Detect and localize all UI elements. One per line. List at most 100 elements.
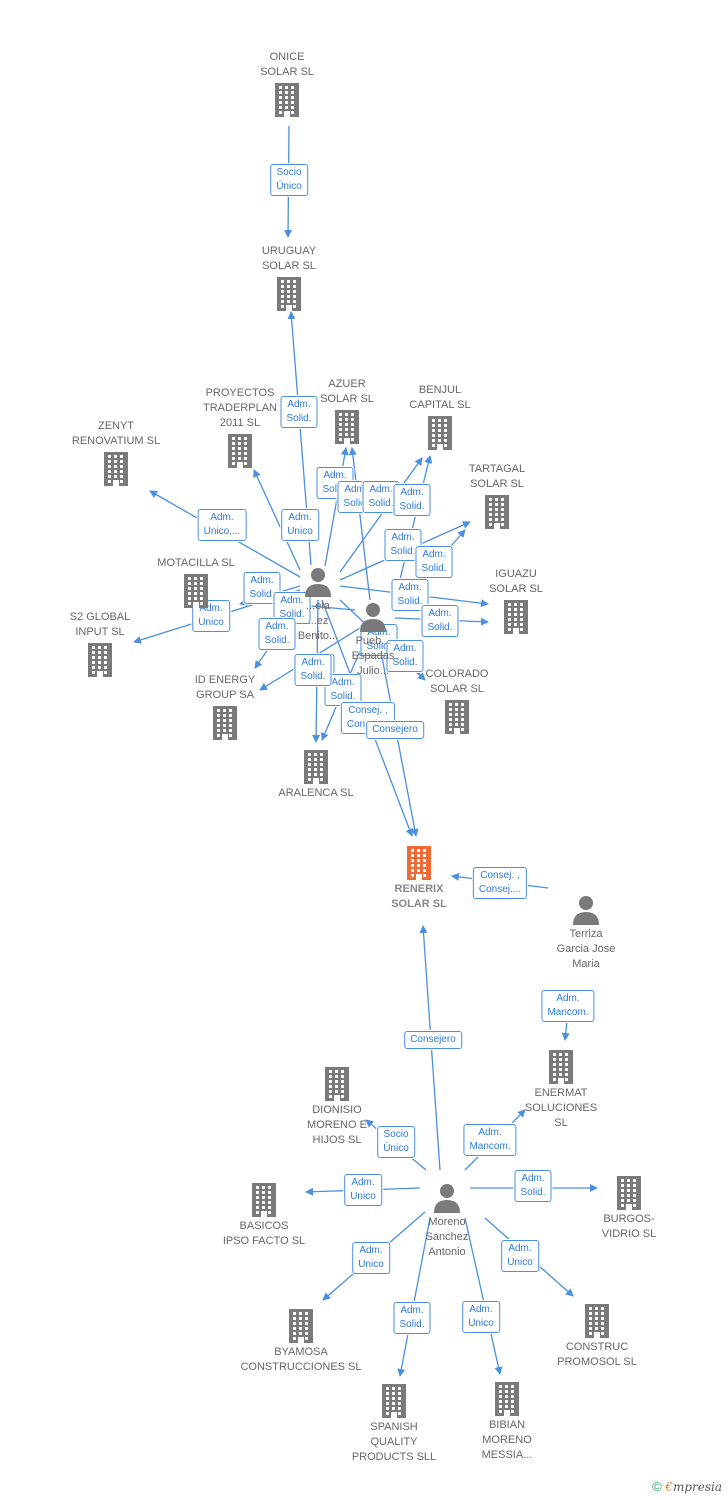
node-idenergy[interactable]: ID ENERGY GROUP SA	[145, 673, 305, 740]
edge-label-puebla-renerix[interactable]: Consejero	[366, 721, 424, 739]
edge-moreno-spanish	[397, 1217, 431, 1377]
edge-label-puebla-iguazu[interactable]: Adm. Solid.	[421, 605, 459, 637]
node-aralenca[interactable]: ARALENCA SL	[236, 750, 396, 801]
edge-label-moreno-bibian[interactable]: Adm. Unico	[462, 1301, 500, 1333]
node-terriza[interactable]: Terriza Garcia Jose Maria	[506, 895, 666, 972]
edge-label-terriza-renerix[interactable]: Consej. , Consej....	[472, 867, 528, 899]
edge-moreno-bibian	[464, 1217, 503, 1375]
node-label: AZUER SOLAR SL	[320, 378, 374, 405]
node-label: BURGOS- VIDRIO SL	[601, 1213, 657, 1240]
edge-label-moreno-basicos[interactable]: Adm. Unico	[344, 1174, 382, 1206]
copyright-symbol: ©	[652, 1479, 662, 1494]
node-spanish[interactable]: SPANISH QUALITY PRODUCTS SLL	[314, 1384, 474, 1465]
node-colorado[interactable]: COLORADO SOLAR SL	[377, 667, 537, 734]
edge-label-moreno-enermat[interactable]: Adm. Mancom.	[463, 1124, 517, 1156]
node-uruguay[interactable]: URUGUAY SOLAR SL	[209, 244, 369, 311]
node-label: ENERMAT SOLUCIONES SL	[524, 1087, 598, 1129]
node-dionisio[interactable]: DIONISIO MORENO E HIJOS SL	[257, 1067, 417, 1148]
building-icon	[104, 452, 128, 486]
edge-label-puebla-colorado[interactable]: Adm. Solid.	[386, 640, 424, 672]
node-label: MOTACILLA SL	[157, 557, 235, 569]
node-iguazu[interactable]: IGUAZU SOLAR SL	[436, 567, 596, 634]
node-burgos[interactable]: BURGOS- VIDRIO SL	[549, 1176, 709, 1242]
main-building-icon	[407, 846, 431, 880]
node-enermat[interactable]: ENERMAT SOLUCIONES SL	[481, 1050, 641, 1131]
node-puebla[interactable]: Pueb... Espadas Julio...	[293, 602, 453, 679]
edge-label-terriza-enermat[interactable]: Adm. Mancom.	[541, 990, 595, 1022]
node-zenyt[interactable]: ZENYT RENOVATIUM SL	[36, 419, 196, 486]
edge-label-puebla-benjul[interactable]: Adm. Solid.	[393, 484, 431, 516]
node-benjul[interactable]: BENJUL CAPITAL SL	[360, 383, 520, 450]
edge-label-penela-zenyt[interactable]: Adm. Unico,...	[197, 509, 247, 541]
building-icon	[335, 410, 359, 444]
edge-label-moreno-spanish[interactable]: Adm. Solid.	[393, 1302, 431, 1334]
building-icon	[275, 83, 299, 117]
node-onice[interactable]: ONICE SOLAR SL	[207, 50, 367, 117]
brand-logo-mark: €	[665, 1480, 673, 1494]
edge-label-penela-motacilla[interactable]: Adm. Solid.	[243, 572, 281, 604]
building-icon	[304, 750, 328, 784]
building-icon	[252, 1183, 276, 1217]
node-label: Pueb... Espadas Julio...	[351, 635, 395, 677]
node-construc[interactable]: CONSTRUC PROMOSOL SL	[517, 1304, 677, 1370]
node-byamosa[interactable]: BYAMOSA CONSTRUCCIONES SL	[221, 1309, 381, 1375]
node-bibian[interactable]: BIBIAN MORENO MESSIA...	[427, 1382, 587, 1463]
brand-logo[interactable]: €mpresia	[665, 1480, 722, 1494]
edge-label-moreno-burgos[interactable]: Adm. Solid.	[514, 1170, 552, 1202]
edge-label-moreno-construc[interactable]: Adm. Unico	[501, 1240, 539, 1272]
node-motacilla[interactable]: MOTACILLA SL	[116, 556, 276, 608]
building-icon	[549, 1050, 573, 1084]
edge-penela-benjul	[339, 457, 423, 573]
person-icon	[360, 603, 386, 632]
node-proyectos[interactable]: PROYECTOS TRADERPLAN 2011 SL	[160, 386, 320, 468]
building-icon	[277, 277, 301, 311]
node-label: S2 GLOBAL INPUT SL	[69, 611, 131, 638]
node-label: Moreno Sanchez Antonio	[425, 1216, 469, 1258]
node-tartagal[interactable]: TARTAGAL SOLAR SL	[417, 462, 577, 529]
edge-label-penela-idenergy[interactable]: Adm. Solid.	[258, 618, 296, 650]
building-icon	[289, 1309, 313, 1343]
person-icon	[573, 896, 599, 925]
building-icon	[485, 495, 509, 529]
node-label: IGUAZU SOLAR SL	[489, 568, 543, 595]
node-renerix[interactable]: RENERIX SOLAR SL	[339, 846, 499, 912]
node-azuer[interactable]: AZUER SOLAR SL	[267, 377, 427, 444]
node-label: BYAMOSA CONSTRUCCIONES SL	[240, 1346, 362, 1373]
node-label: DIONISIO MORENO E HIJOS SL	[307, 1104, 367, 1146]
node-penela[interactable]: ...ela ...ez Benito...	[238, 567, 398, 644]
building-icon	[213, 706, 237, 740]
edge-label-moreno-renerix[interactable]: Consejero	[404, 1031, 462, 1049]
node-label: ID ENERGY GROUP SA	[194, 674, 256, 701]
edge-label-moreno-byamosa[interactable]: Adm. Unico	[352, 1242, 390, 1274]
edge-label-moreno-dionisio[interactable]: Socio Único	[377, 1126, 415, 1158]
edge-label-penela-tartagal[interactable]: Adm. Solid.	[384, 529, 422, 561]
building-icon	[445, 700, 469, 734]
copyright-notice: © €mpresia	[652, 1479, 722, 1494]
node-moreno[interactable]: Moreno Sanchez Antonio	[367, 1183, 527, 1260]
person-icon	[434, 1184, 460, 1213]
node-label: Terriza Garcia Jose Maria	[556, 928, 616, 970]
node-label: BENJUL CAPITAL SL	[409, 384, 471, 411]
node-label: TARTAGAL SOLAR SL	[468, 463, 526, 490]
edge-label-puebla-tartagal[interactable]: Adm. Solid.	[415, 546, 453, 578]
building-icon	[184, 574, 208, 608]
node-label: ...ela ...ez Benito...	[297, 600, 339, 642]
building-icon	[228, 434, 252, 468]
edge-label-penela-uruguay[interactable]: Adm. Solid.	[280, 396, 318, 428]
node-s2global[interactable]: S2 GLOBAL INPUT SL	[20, 610, 180, 677]
node-label: ONICE SOLAR SL	[260, 51, 314, 78]
edge-label-onice-uruguay[interactable]: Socio Único	[270, 164, 308, 196]
edge-label-puebla-aralenca[interactable]: Adm. Solid.	[294, 654, 332, 686]
node-label: BIBIAN MORENO MESSIA...	[481, 1419, 533, 1461]
edge-puebla-azuer	[348, 447, 371, 601]
edge-label-penela-benjul[interactable]: Adm. Solid.	[362, 481, 400, 513]
building-icon	[495, 1382, 519, 1416]
building-icon	[428, 416, 452, 450]
building-icon	[325, 1067, 349, 1101]
node-basicos[interactable]: BASICOS IPSO FACTO SL	[184, 1183, 344, 1249]
node-label: ZENYT RENOVATIUM SL	[71, 420, 161, 447]
building-icon	[382, 1384, 406, 1418]
edge-label-penela-proyectos[interactable]: Adm. Unico	[281, 509, 319, 541]
building-icon	[585, 1304, 609, 1338]
